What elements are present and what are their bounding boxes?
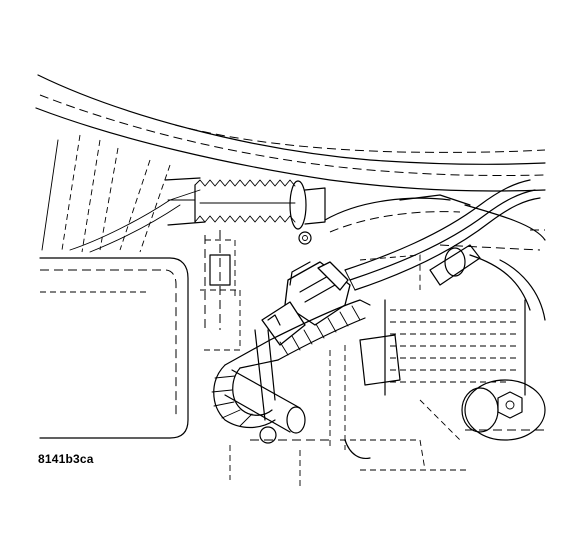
corrugated-hose <box>164 177 326 230</box>
rod <box>224 329 330 444</box>
figure-reference-code: 8141b3ca <box>38 452 94 466</box>
left-structure-lines <box>41 134 201 253</box>
pulley-bolt <box>461 379 546 441</box>
lower-components <box>229 334 470 490</box>
right-housing <box>384 204 546 396</box>
convoluted-conduit <box>211 299 371 429</box>
lower-left-panel <box>39 257 189 439</box>
upper-panel-curves <box>35 74 546 192</box>
electrical-connector <box>261 261 351 346</box>
engine-bracket <box>200 194 471 351</box>
wire-harness <box>344 179 541 291</box>
